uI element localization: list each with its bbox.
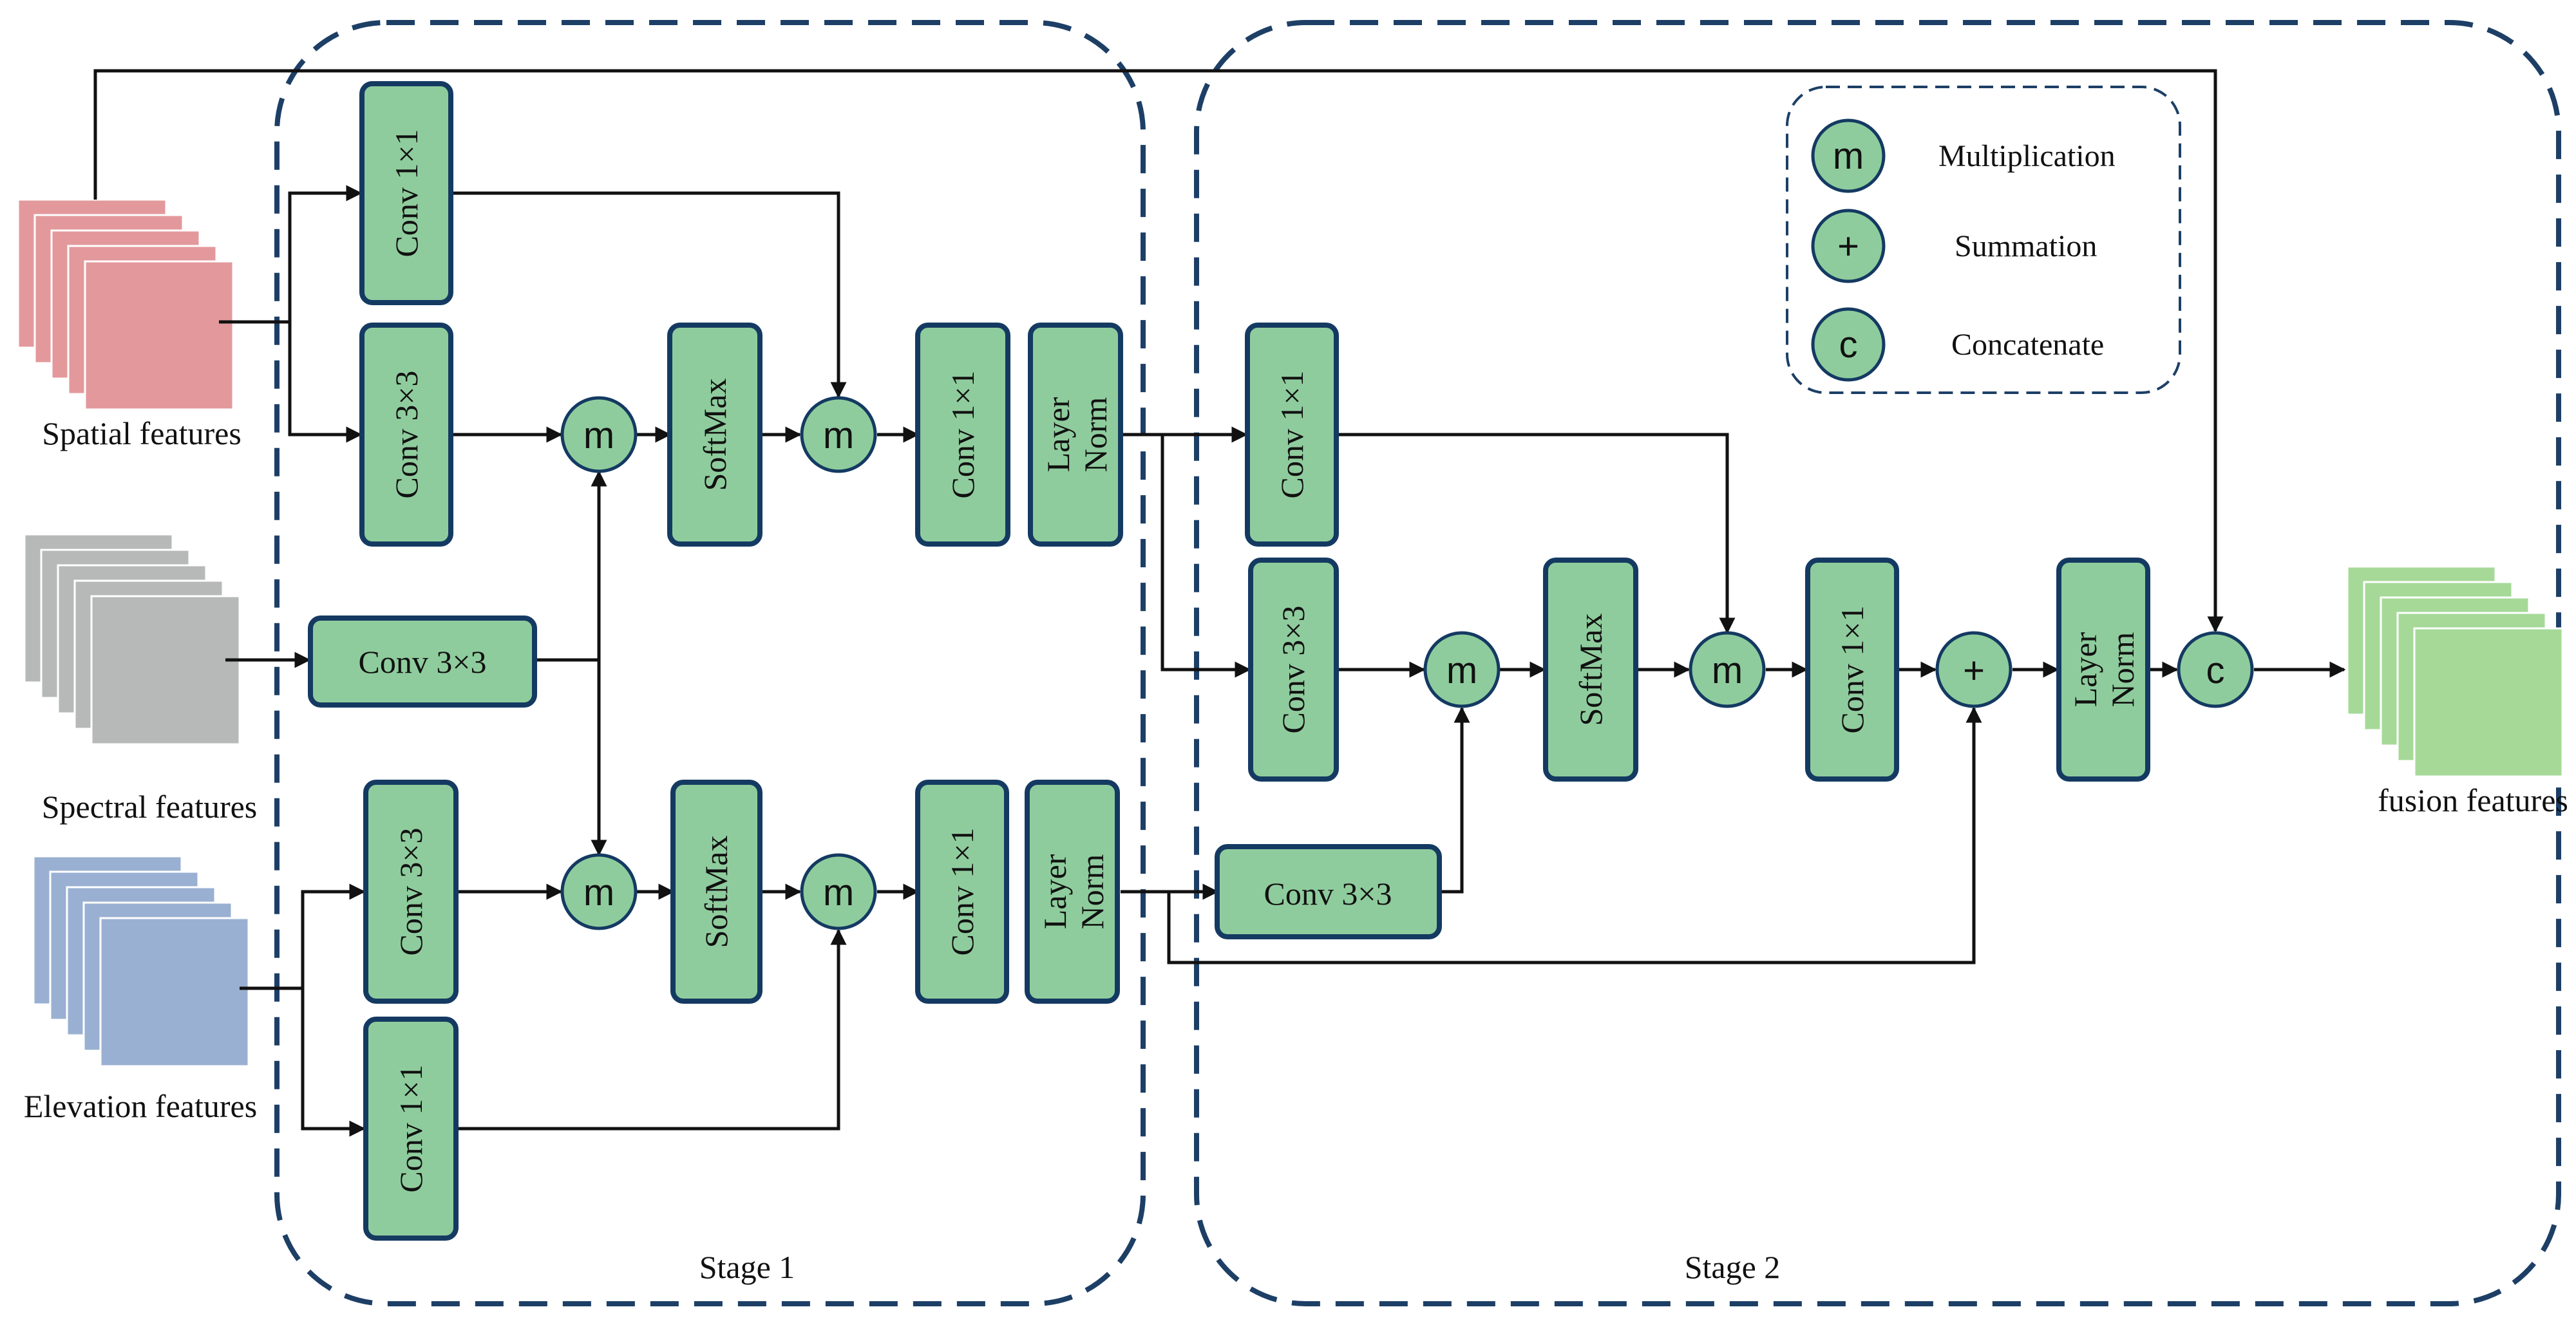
legend-frame [1786,86,2181,394]
spatial-features-stack-icon [17,198,234,411]
block-conv3x3-s1-bottom-label: Conv 3×3 [393,827,429,955]
spectral-features-stack-icon [23,533,241,746]
block-layernorm-s2-label1: Layer [2067,632,2103,707]
block-layernorm-s1-bottom-label2: Norm [1074,854,1110,930]
block-conv1x1-s1-bottom-label: Conv 1×1 [393,1064,429,1192]
block-conv1x1-s1-top-label: Conv 1×1 [388,129,424,257]
connections [93,69,2346,1137]
legend-concatenate-label: Concatenate [1951,328,2104,362]
op-mult-s2-2-symbol: m [1712,650,1743,691]
block-softmax-s1-bottom: SoftMax [670,780,762,1004]
stage1-label: Stage 1 [699,1249,795,1285]
stage1-frame [274,20,1146,1306]
legend-summation: + Summation [1811,209,2097,283]
block-conv1x1-s1-mid-label: Conv 1×1 [945,370,981,498]
block-layernorm-s1-top-label2: Norm [1077,397,1113,473]
op-mult-s2-2: m [1689,631,1766,708]
block-conv3x3-s2-bottom-label: Conv 3×3 [1264,876,1392,912]
op-sum-s2: + [1935,631,2012,708]
block-conv1x1-s1-bottom-out: Conv 1×1 [915,780,1009,1004]
spatial-features-label: Spatial features [42,415,242,451]
block-layernorm-s1-top-label1: Layer [1040,397,1076,472]
block-conv3x3-s2-mid: Conv 3×3 [1248,558,1339,782]
op-mult-s2-1: m [1423,631,1501,708]
block-conv1x1-s1-bottom-out-label: Conv 1×1 [944,827,980,955]
legend-multiplication-label: Multiplication [1938,139,2116,173]
spectral-features-label: Spectral features [42,789,258,825]
block-conv1x1-s2-top-label: Conv 1×1 [1274,370,1310,498]
legend-multiplication-symbol: m [1833,135,1864,177]
op-mult-s1-bottom-2: m [800,853,877,930]
feature-map-layer [90,595,241,746]
block-softmax-s2-label: SoftMax [1573,614,1609,726]
block-conv1x1-s2-top: Conv 1×1 [1245,323,1339,547]
op-mult-s2-1-symbol: m [1446,650,1477,691]
elevation-features-label: Elevation features [24,1088,257,1124]
block-softmax-s1-bottom-label: SoftMax [698,836,734,948]
elevation-features-stack-icon [32,855,250,1067]
legend-summation-label: Summation [1955,229,2097,263]
legend-multiplication-node [1811,118,1886,193]
block-softmax-s2: SoftMax [1543,558,1638,782]
legend-summation-node [1811,209,1886,283]
block-softmax-s1-top: SoftMax [667,323,762,547]
block-conv3x3-s2-bottom: Conv 3×3 [1215,844,1442,939]
block-conv3x3-s1-top-label: Conv 3×3 [388,370,424,498]
op-mult-s1-top-1: m [560,396,638,473]
block-conv1x1-s2-mid: Conv 1×1 [1805,558,1899,782]
fusion-features-label: fusion features [2378,782,2568,818]
block-conv1x1-s1-bottom: Conv 1×1 [363,1017,459,1241]
block-layernorm-s1-top: Layer Norm [1028,323,1123,547]
legend-multiplication: m Multiplication [1811,118,2116,193]
block-layernorm-s1-bottom-label1: Layer [1037,854,1073,929]
block-conv1x1-s2-mid-label: Conv 1×1 [1834,605,1870,733]
feature-map-layer [99,917,250,1067]
op-mult-s1-top-2-symbol: m [823,415,854,456]
block-conv1x1-s1-mid: Conv 1×1 [915,323,1010,547]
op-mult-s1-bottom-1-symbol: m [583,872,614,914]
block-conv1x1-s1-top: Conv 1×1 [359,81,453,305]
block-conv3x3-spectral-label: Conv 3×3 [358,644,486,680]
op-mult-s1-bottom-1: m [560,853,638,930]
op-concat-s2: c [2177,631,2254,708]
feature-map-layer [84,260,234,411]
block-layernorm-s2-label2: Norm [2105,632,2141,708]
legend-concatenate: c Concatenate [1811,307,2104,382]
block-conv3x3-spectral: Conv 3×3 [308,616,537,708]
block-conv3x3-s1-bottom: Conv 3×3 [363,780,459,1004]
block-layernorm-s1-bottom: Layer Norm [1025,780,1120,1004]
op-mult-s1-top-2: m [800,396,877,473]
legend-concatenate-symbol: c [1839,324,1858,366]
legend-summation-symbol: + [1837,225,1859,267]
block-conv3x3-s1-top: Conv 3×3 [359,323,453,547]
fusion-features-stack-icon [2346,565,2564,778]
feature-map-layer [2413,627,2564,778]
op-mult-s1-top-1-symbol: m [583,415,614,456]
op-mult-s1-bottom-2-symbol: m [823,872,854,914]
op-concat-s2-symbol: c [2206,650,2225,691]
legend-concatenate-node [1811,307,1886,382]
block-conv3x3-s2-mid-label: Conv 3×3 [1275,605,1311,733]
block-softmax-s1-top-label: SoftMax [697,379,733,491]
op-sum-s2-symbol: + [1963,650,1985,691]
stage2-label: Stage 2 [1685,1249,1781,1285]
block-layernorm-s2: Layer Norm [2056,558,2150,782]
